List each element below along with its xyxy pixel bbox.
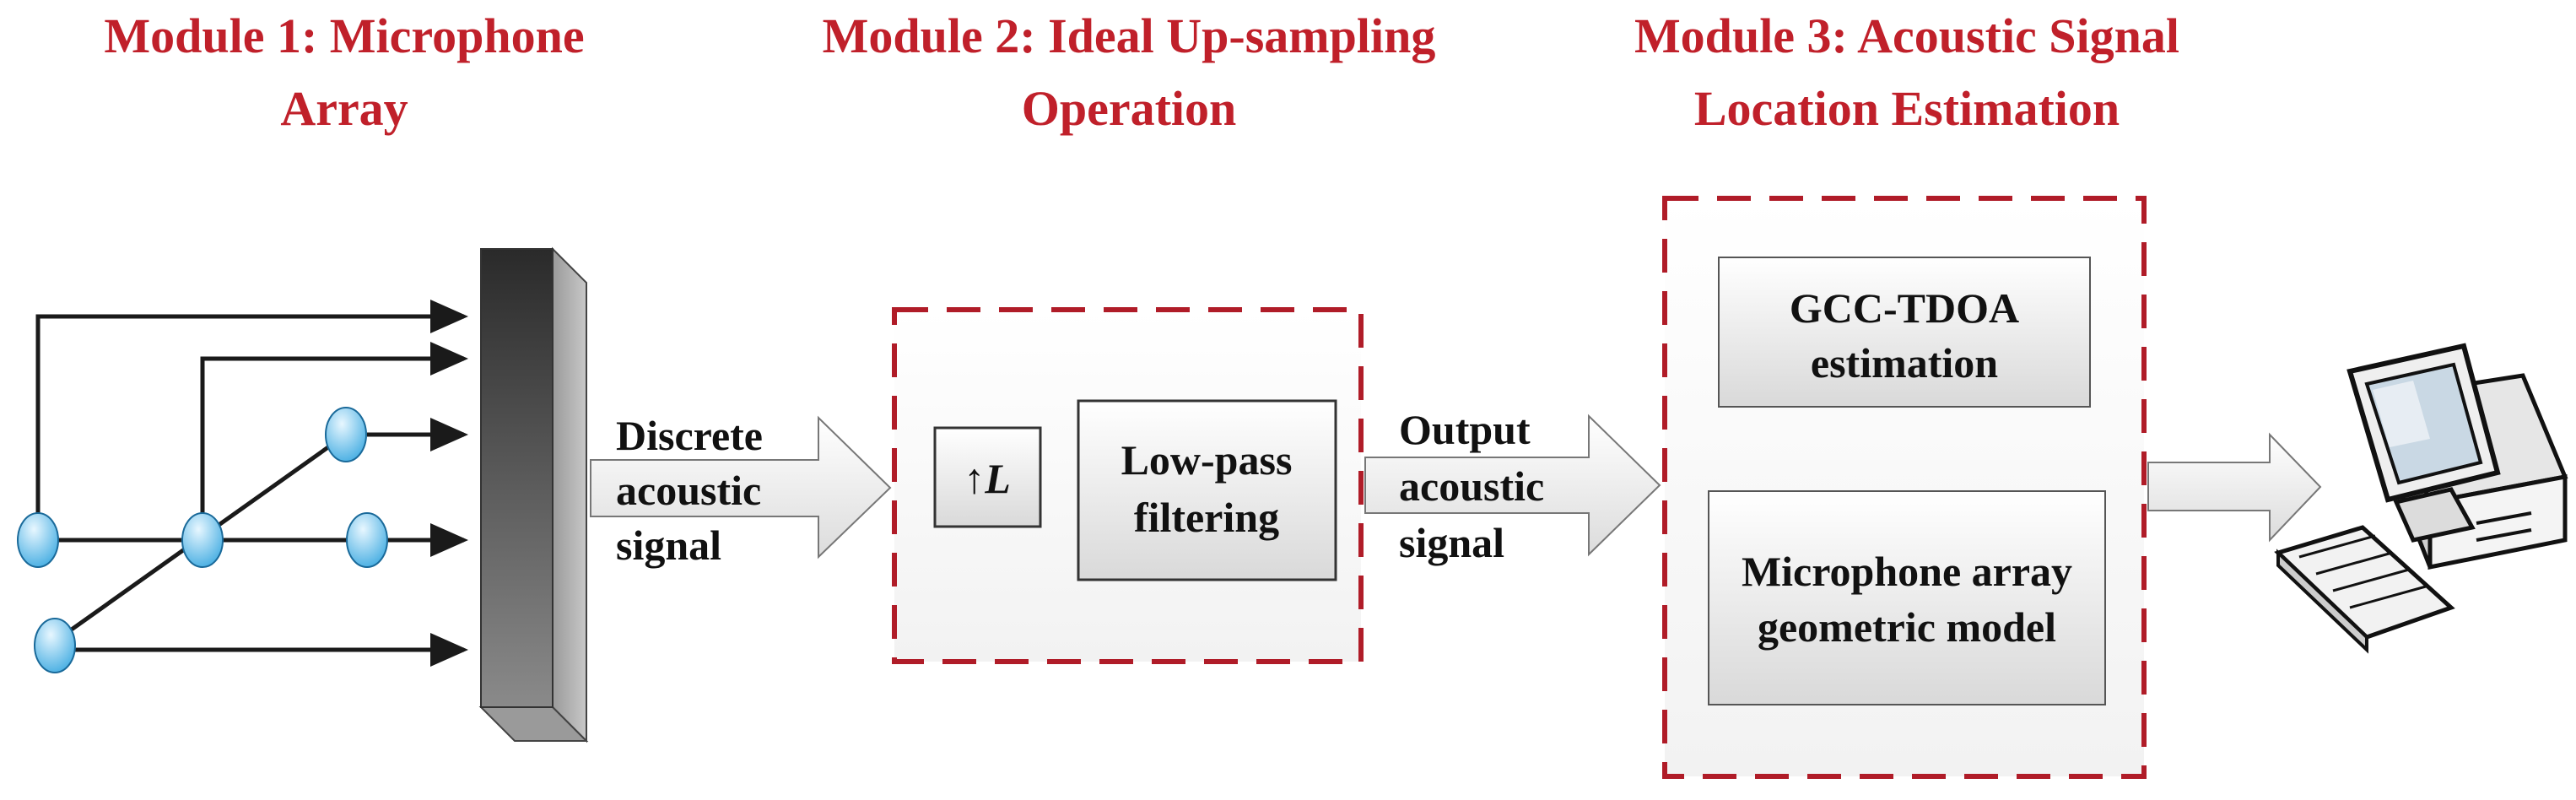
microphone-array	[17, 246, 589, 743]
output-label-line3: signal	[1399, 519, 1504, 566]
discrete-signal-arrow: Discrete acoustic signal	[590, 412, 892, 569]
geo-label-line2: geometric model	[1758, 603, 2056, 651]
module-1-title-line1: Module 1: Microphone	[104, 8, 584, 63]
output-label-line2: acoustic	[1399, 462, 1544, 510]
microphone-icon	[17, 512, 59, 568]
geometric-model-block: Microphone array geometric model	[1708, 490, 2106, 705]
module-2-title-line2: Operation	[1022, 81, 1237, 136]
output-label-line1: Output	[1399, 406, 1531, 453]
module-1-title: Module 1: Microphone Array	[104, 8, 584, 136]
lowpass-label-line1: Low-pass	[1121, 436, 1293, 484]
mic-wiring	[35, 300, 468, 667]
computer-icon	[2274, 343, 2568, 654]
wire-2	[200, 342, 468, 540]
upsample-block: ↑L	[933, 426, 1042, 528]
geo-label-line1: Microphone array	[1742, 548, 2072, 595]
output-signal-arrow: Output acoustic signal	[1364, 406, 1661, 566]
discrete-label-line3: signal	[616, 522, 721, 569]
module-3-panel: GCC-TDOA estimation Microphone array geo…	[1662, 196, 2147, 779]
microphone-icon	[346, 512, 388, 568]
lowpass-label-line2: filtering	[1134, 494, 1279, 541]
wire-1	[35, 300, 468, 540]
module-3-title-line2: Location Estimation	[1694, 81, 2120, 136]
lowpass-filter-block: Low-pass filtering	[1077, 399, 1337, 581]
module-3-title-line1: Module 3: Acoustic Signal	[1634, 8, 2179, 63]
upsample-arrow-symbol: ↑	[964, 455, 985, 502]
module-1-title-line2: Array	[280, 81, 408, 136]
module-3-title: Module 3: Acoustic Signal Location Estim…	[1634, 8, 2179, 136]
upsample-factor: L	[984, 455, 1011, 502]
result-arrow	[2147, 432, 2322, 543]
gcc-label-line2: estimation	[1811, 339, 1998, 386]
svg-text:↑L: ↑L	[964, 455, 1011, 502]
discrete-label-line1: Discrete	[616, 412, 763, 459]
module-2-title: Module 2: Ideal Up-sampling Operation	[823, 8, 1436, 136]
microphone-icon	[325, 407, 367, 462]
gcc-tdoa-block: GCC-TDOA estimation	[1718, 257, 2091, 408]
module-2-title-line1: Module 2: Ideal Up-sampling	[823, 8, 1436, 63]
microphone-icon	[181, 512, 224, 568]
gcc-label-line1: GCC-TDOA	[1790, 284, 2019, 332]
signal-collector-bar	[478, 246, 589, 743]
microphone-icon	[34, 618, 76, 673]
module-2-panel: ↑L Low-pass filtering	[892, 307, 1364, 664]
discrete-label-line2: acoustic	[616, 467, 761, 514]
